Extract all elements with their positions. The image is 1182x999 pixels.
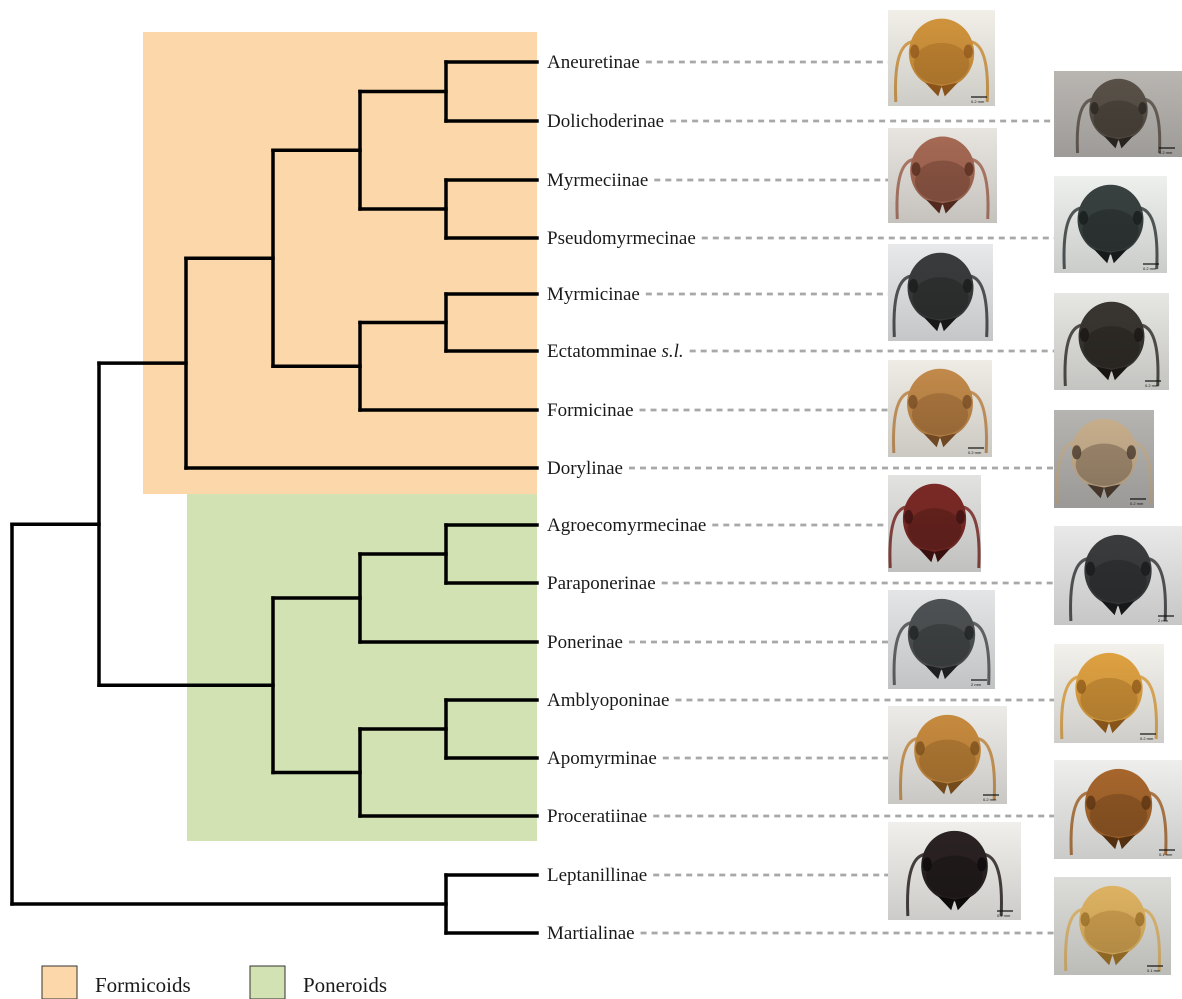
specimen-photo-ectatomminae: 0.2 mm — [1054, 293, 1169, 390]
taxon-name: Pseudomyrmecinae — [547, 228, 696, 249]
taxon-name: Aneuretinae — [547, 52, 640, 73]
taxon-name: Amblyoponinae — [547, 690, 669, 711]
taxon-label-dolichoderinae: Dolichoderinae — [547, 111, 664, 132]
taxon-label-paraponerinae: Paraponerinae — [547, 573, 656, 594]
scale-label: 0.2 mm — [971, 99, 985, 104]
specimen-photo-aneuretinae: 0.2 mm — [888, 10, 995, 106]
taxon-label-agroecomyrmecinae: Agroecomyrmecinae — [547, 515, 706, 536]
legend-label: Poneroids — [303, 973, 387, 997]
specimen-photo-myrmeciinae — [888, 128, 997, 223]
specimen-photo-amblyoponinae: 0.2 mm — [1054, 644, 1164, 743]
taxon-name: Dolichoderinae — [547, 111, 664, 132]
legend-label: Formicoids — [95, 973, 191, 997]
taxon-name: Myrmeciinae — [547, 170, 648, 191]
specimen-photo-apomyrminae: 0.2 mm — [888, 706, 1007, 804]
taxon-label-aneuretinae: Aneuretinae — [547, 52, 640, 73]
taxon-name: Paraponerinae — [547, 573, 656, 594]
scale-label: 0.2 mm — [983, 797, 997, 802]
specimen-photo-formicinae: 0.2 mm — [888, 360, 992, 457]
scale-label: 0.2 mm — [1159, 150, 1173, 155]
specimen-photo-paraponerinae: 2 mm — [1054, 526, 1182, 625]
taxon-label-leptanillinae: Leptanillinae — [547, 865, 647, 886]
taxon-name: Formicinae — [547, 400, 634, 421]
scale-label: 0.2 mm — [1143, 266, 1157, 271]
taxon-label-formicinae: Formicinae — [547, 400, 634, 421]
taxon-label-myrmicinae: Myrmicinae — [547, 284, 640, 305]
legend-swatch — [250, 966, 285, 999]
scale-label: 2 mm — [971, 682, 982, 687]
taxon-label-pseudomyrmecinae: Pseudomyrmecinae — [547, 228, 696, 249]
scale-label: 0.1 mm — [1159, 852, 1173, 857]
taxon-label-amblyoponinae: Amblyoponinae — [547, 690, 669, 711]
taxon-name: Agroecomyrmecinae — [547, 515, 706, 536]
specimen-photo-dolichoderinae: 0.2 mm — [1054, 71, 1182, 157]
legend-poneroids: Poneroids — [250, 966, 387, 999]
scale-label: 0.2 mm — [968, 450, 982, 455]
scale-label: 0.2 mm — [997, 913, 1011, 918]
taxon-label-ectatomminae: Ectatomminae s.l. — [547, 341, 684, 362]
taxon-name: Proceratiinae — [547, 806, 647, 827]
specimen-photo-leptanillinae: 0.2 mm — [888, 822, 1021, 920]
taxon-name: Martialinae — [547, 923, 635, 944]
formicoid-clade-box — [143, 32, 537, 494]
taxon-name-suffix: s.l. — [657, 341, 684, 362]
poneroid-clade-box — [187, 494, 537, 841]
taxon-name: Myrmicinae — [547, 284, 640, 305]
taxon-name: Ponerinae — [547, 632, 623, 653]
scale-label: 2 mm — [1158, 618, 1169, 623]
specimen-photo-pseudomyrmecinae: 0.2 mm — [1054, 176, 1167, 273]
taxon-name: Dorylinae — [547, 458, 623, 479]
legend-swatch — [42, 966, 77, 999]
legend-formicoids: Formicoids — [42, 966, 191, 999]
scale-label: 0.2 mm — [1145, 383, 1159, 388]
specimen-photo-myrmicinae — [888, 244, 993, 341]
taxon-name: Leptanillinae — [547, 865, 647, 886]
specimen-photo-ponerinae: 2 mm — [888, 590, 995, 689]
taxon-label-martialinae: Martialinae — [547, 923, 635, 944]
specimen-photo-dorylinae: 0.2 mm — [1054, 410, 1154, 508]
taxon-label-myrmeciinae: Myrmeciinae — [547, 170, 648, 191]
scale-label: 0.2 mm — [1130, 501, 1144, 506]
specimen-photo-agroecomyrmecinae — [888, 475, 981, 572]
taxon-label-ponerinae: Ponerinae — [547, 632, 623, 653]
taxon-name: Ectatomminae — [547, 341, 657, 362]
taxon-label-apomyrminae: Apomyrminae — [547, 748, 657, 769]
specimen-photo-proceratiinae: 0.1 mm — [1054, 760, 1182, 859]
taxon-label-proceratiinae: Proceratiinae — [547, 806, 647, 827]
scale-label: 0.1 mm — [1147, 968, 1161, 973]
taxon-label-dorylinae: Dorylinae — [547, 458, 623, 479]
taxon-name: Apomyrminae — [547, 748, 657, 769]
specimen-photo-martialinae: 0.1 mm — [1054, 877, 1171, 975]
scale-label: 0.2 mm — [1140, 736, 1154, 741]
